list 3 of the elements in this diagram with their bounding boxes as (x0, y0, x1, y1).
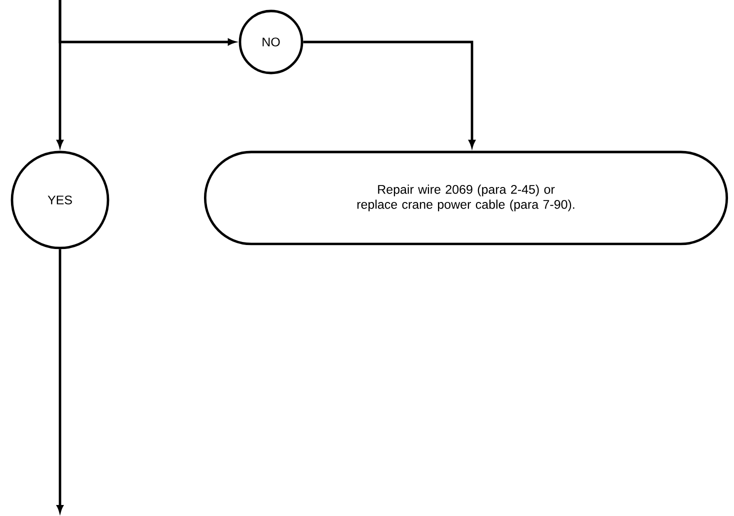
arrow (303, 40, 476, 148)
arrow (56, 0, 64, 148)
terminal-box: Repair wire 2069 (para 2-45) or replace crane power cable (para 7-90). (204, 150, 728, 246)
